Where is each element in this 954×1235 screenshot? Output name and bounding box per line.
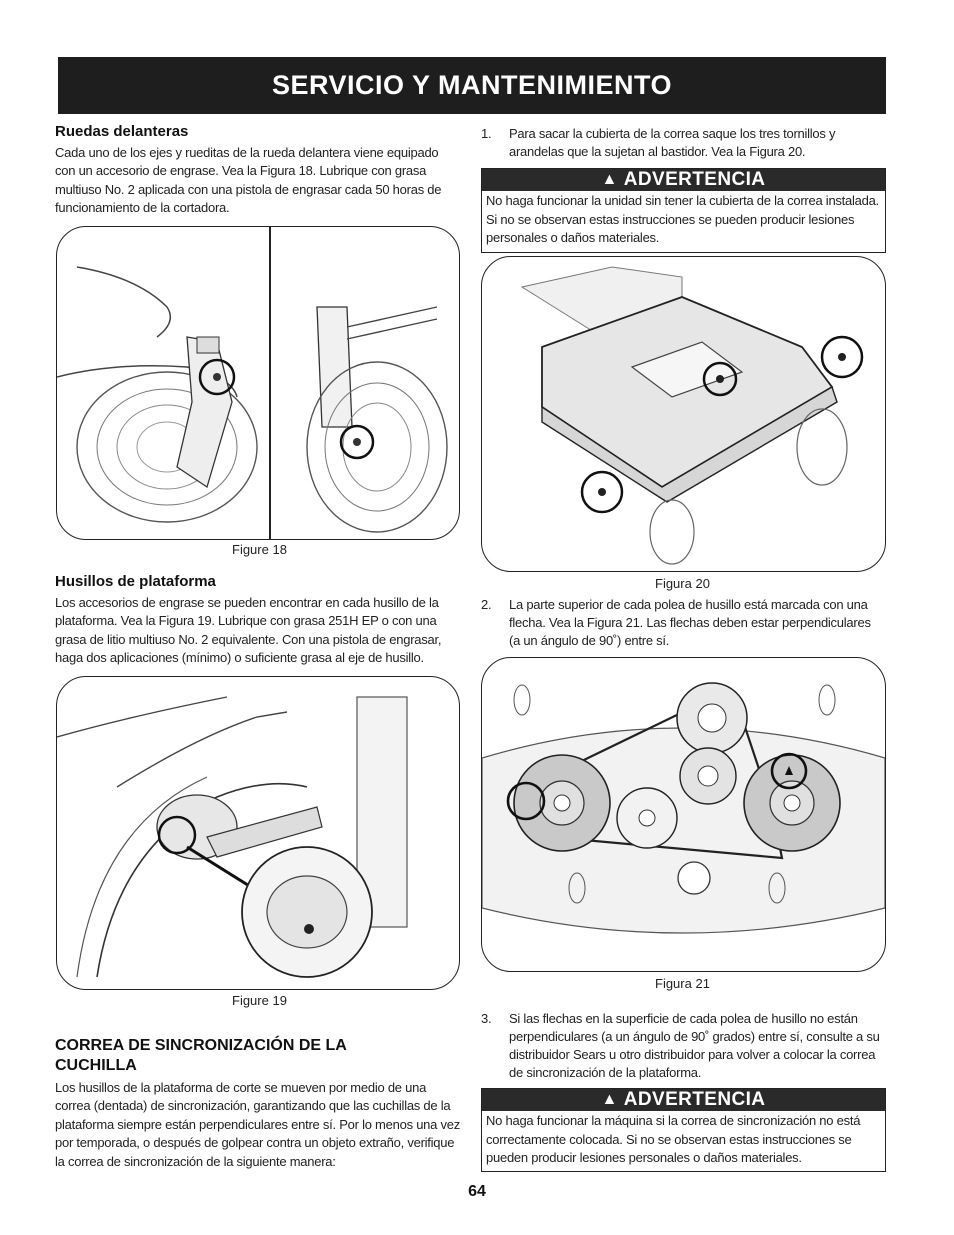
warning-box-2: ▲ ADVERTENCIA No haga funcionar la máqui… xyxy=(481,1088,886,1172)
warning-2-text: No haga funcionar la máquina si la corre… xyxy=(486,1113,861,1165)
timing-belt-section: CORREA DE SINCRONIZACIÓN DE LA CUCHILLA … xyxy=(55,1036,460,1171)
front-wheels-section: Ruedas delanteras Cada uno de los ejes y… xyxy=(55,123,460,218)
figure-21-image xyxy=(481,657,886,972)
figure-19-caption: Figure 19 xyxy=(232,993,287,1008)
warning-triangle-icon: ▲ xyxy=(601,171,618,188)
spindles-section: Husillos de plataforma Los accesorios de… xyxy=(55,573,460,668)
timing-belt-text: Los husillos de la plataforma de corte s… xyxy=(55,1080,460,1169)
front-wheel-illustration xyxy=(57,227,448,539)
figure-19-image xyxy=(56,676,460,990)
figure-21-caption: Figura 21 xyxy=(655,976,710,991)
timing-belt-heading: CORREA DE SINCRONIZACIÓN DE LA CUCHILLA xyxy=(55,1037,347,1074)
warning-1-header: ▲ ADVERTENCIA xyxy=(482,169,885,191)
warning-triangle-icon: ▲ xyxy=(601,1091,618,1108)
spindles-text: Los accesorios de engrase se pueden enco… xyxy=(55,595,442,666)
step-2-text: La parte superior de cada polea de husil… xyxy=(509,597,871,648)
step-2-number: 2. xyxy=(481,597,492,612)
step-3-number: 3. xyxy=(481,1011,492,1026)
spindles-heading: Husillos de plataforma xyxy=(55,573,216,590)
figure-18-image xyxy=(56,226,460,540)
figure-20-caption: Figura 20 xyxy=(655,576,710,591)
warning-1-title: ADVERTENCIA xyxy=(623,169,766,190)
warning-2-title: ADVERTENCIA xyxy=(623,1089,766,1110)
step-1-number: 1. xyxy=(481,126,492,141)
section-title: SERVICIO Y MANTENIMIENTO xyxy=(271,70,673,100)
step-1-text: Para sacar la cubierta de la correa saqu… xyxy=(509,126,836,159)
warning-1-text: No haga funcionar la unidad sin tener la… xyxy=(486,193,879,245)
front-wheels-text: Cada uno de los ejes y rueditas de la ru… xyxy=(55,145,442,216)
warning-2-header: ▲ ADVERTENCIA xyxy=(482,1089,885,1111)
section-banner: SERVICIO Y MANTENIMIENTO xyxy=(58,57,886,114)
front-wheels-heading: Ruedas delanteras xyxy=(55,123,189,140)
page-number: 64 xyxy=(468,1183,486,1200)
spindle-illustration xyxy=(57,696,408,978)
timing-belt-pulleys-illustration xyxy=(482,682,885,934)
deck-belt-cover-illustration xyxy=(520,266,864,565)
warning-box-1: ▲ ADVERTENCIA No haga funcionar la unida… xyxy=(481,168,886,253)
step-3-text: Si las flechas en la superficie de cada … xyxy=(509,1011,880,1080)
figure-20-image xyxy=(481,256,886,572)
figure-18-caption: Figure 18 xyxy=(232,542,287,557)
